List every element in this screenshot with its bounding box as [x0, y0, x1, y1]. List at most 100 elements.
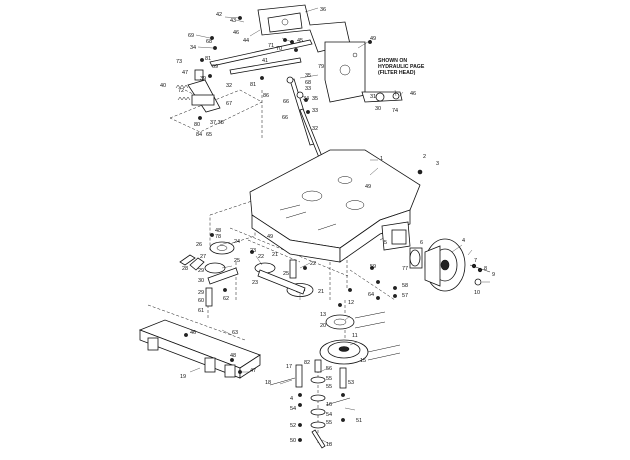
callout: 51 [356, 418, 362, 424]
spindle-group [319, 266, 401, 365]
shaft [295, 364, 303, 388]
callout: 65 [206, 132, 212, 138]
callout: 66 [283, 99, 289, 105]
callout: 21 [318, 289, 324, 295]
hydraulic-mount-plate [324, 41, 366, 103]
callout: 4 [462, 238, 465, 244]
callout: 58 [402, 283, 408, 289]
callout: 30 [198, 278, 204, 284]
callout: 16 [326, 402, 332, 408]
callout: 82 [304, 360, 310, 366]
callout: 55 [326, 384, 332, 390]
callout: 61 [198, 308, 204, 314]
callout: 34 [303, 96, 309, 102]
callout: 54 [326, 412, 332, 418]
callout: 56 [326, 366, 332, 372]
callout: 26 [196, 242, 202, 248]
callout: 37,38 [210, 120, 224, 126]
callout: 27 [200, 254, 206, 260]
mower-deck [249, 149, 421, 263]
callout: 32 [226, 83, 232, 89]
leader-lines [189, 7, 490, 445]
callout: 47 [182, 70, 188, 76]
callout: 79 [318, 64, 324, 70]
callout: 52 [290, 423, 296, 429]
callout: 53 [348, 380, 354, 386]
callout: 49 [370, 36, 376, 42]
callout: 8 [484, 266, 487, 272]
callout: 45 [297, 38, 303, 44]
callout: 73 [176, 59, 182, 65]
callout: 33 [312, 108, 318, 114]
center-pulley-group [250, 250, 314, 297]
bracket-plate [267, 12, 303, 33]
callout: 46 [410, 91, 416, 97]
callout: 47 [250, 368, 256, 374]
callout: 57 [402, 293, 408, 299]
note-line-3: (FILTER HEAD) [378, 70, 416, 76]
roller-bar-assembly [138, 254, 261, 379]
control-rod [209, 39, 313, 67]
callout: 55 [326, 420, 332, 426]
callout: 63 [232, 330, 238, 336]
left-pulley-group [189, 233, 239, 307]
callout: 23 [252, 280, 258, 286]
idler-pulley-center [254, 262, 276, 274]
callout: 31 [370, 94, 376, 100]
callout: 18 [265, 380, 271, 386]
callout: 46 [190, 330, 196, 336]
callout: 21 [272, 252, 278, 258]
callout: 44 [243, 38, 249, 44]
callout: 49 [267, 234, 273, 240]
callout: 40 [160, 83, 166, 89]
callout: 17 [286, 364, 292, 370]
callout: 15 [360, 358, 366, 364]
callout: 69 [188, 33, 194, 39]
callout: 68 [206, 39, 212, 45]
callout: 54 [290, 406, 296, 412]
callout: 2 [423, 154, 426, 160]
callout: 59 [370, 264, 376, 270]
callout: 81 [205, 56, 211, 62]
spindle-hole [301, 190, 323, 202]
hydraulic-note: SHOWN ON HYDRAULIC PAGE (FILTER HEAD) [378, 58, 425, 76]
callout: 32 [312, 126, 318, 132]
callout: 48 [215, 228, 221, 234]
callout: 20 [320, 323, 326, 329]
control-bracket-assembly [175, 4, 403, 161]
callout: 49 [365, 184, 371, 190]
callout: 35 [305, 73, 311, 79]
callout: 41 [262, 58, 268, 64]
callout: 64 [368, 292, 374, 298]
callout: 11 [352, 333, 358, 339]
callout: 66 [282, 115, 288, 121]
callout: 18 [326, 442, 332, 448]
callout: 35 [312, 96, 318, 102]
callout: 62 [223, 296, 229, 302]
callout: 30 [375, 106, 381, 112]
wheel-assembly [409, 169, 491, 292]
callout: 70 [276, 46, 282, 52]
callout: 28 [182, 266, 188, 272]
callout: 12 [348, 300, 354, 306]
callout: 43 [230, 18, 236, 24]
callout: 86 [263, 93, 269, 99]
callout: 3 [436, 161, 439, 167]
callout: 42 [216, 12, 222, 18]
callout: 74 [392, 108, 398, 114]
callouts: 42 43 36 69 34 68 44 46 71 70 45 49 81 6… [160, 7, 495, 448]
callout: 80 [194, 122, 200, 128]
callout: 67 [226, 101, 232, 107]
callout: 71 [268, 43, 274, 49]
callout: 7 [474, 258, 477, 264]
callout: 1 [380, 156, 383, 162]
callout: 77 [402, 266, 408, 272]
callout: 13 [320, 312, 326, 318]
callout: 10 [474, 290, 480, 296]
idler-pulley-left [209, 241, 235, 255]
spring [175, 84, 189, 89]
callout: 72 [178, 88, 184, 94]
callout: 23 [250, 248, 256, 254]
note-line-1: SHOWN ON [378, 58, 407, 64]
